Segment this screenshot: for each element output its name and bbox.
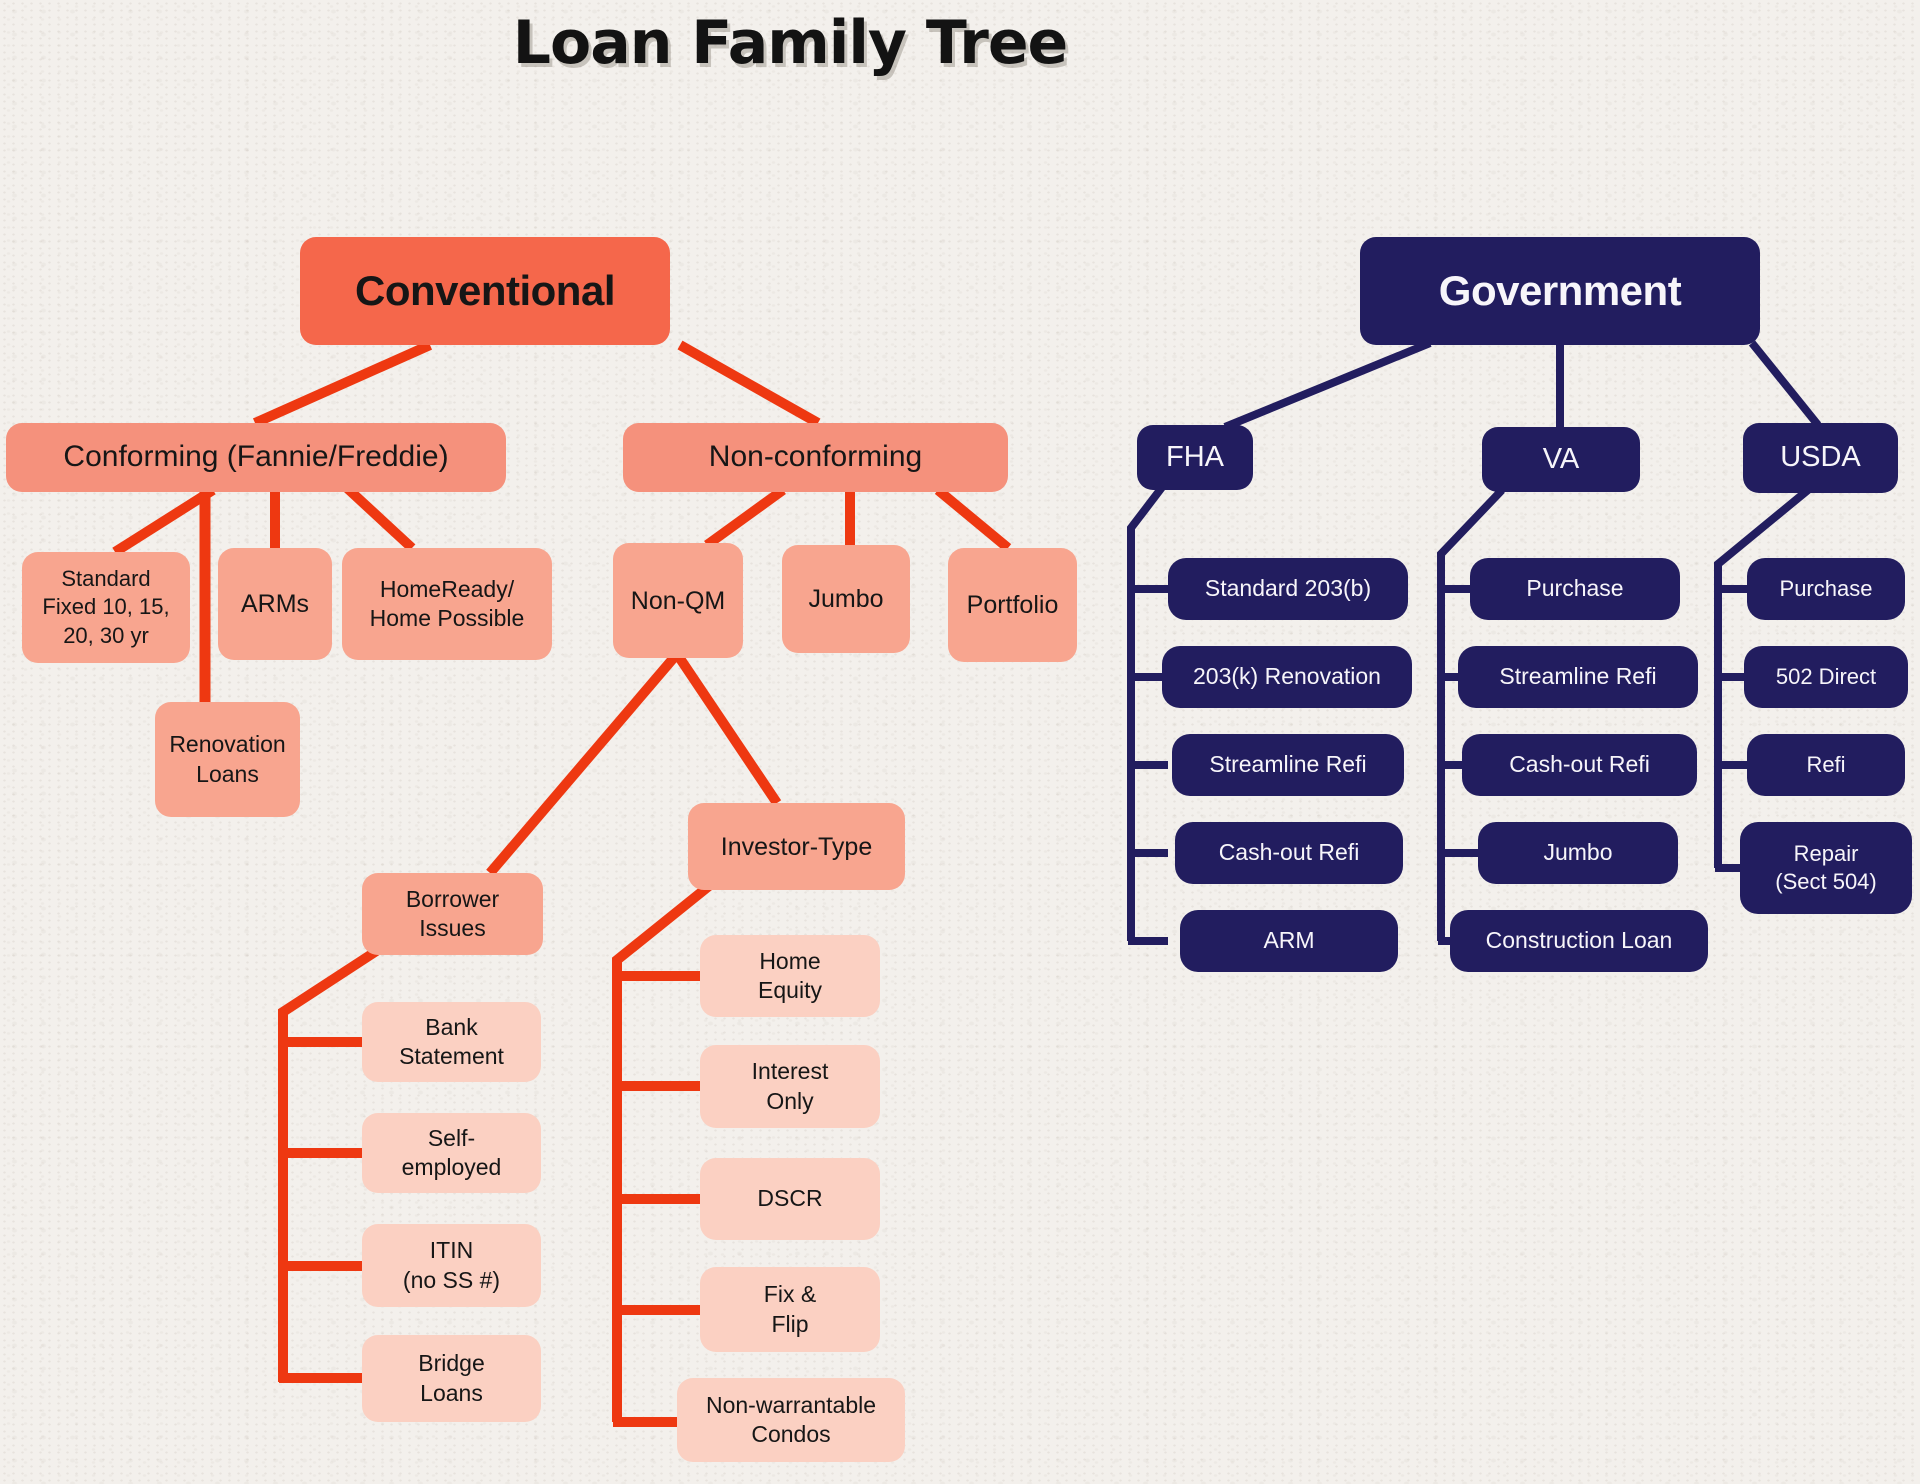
edge-conventional-1 [677,340,821,428]
node-fha-streamline-refi: Streamline Refi [1172,734,1404,796]
node-fha-arm: ARM [1180,910,1398,972]
node-va: VA [1482,427,1640,492]
edge-conventional-9 [486,650,681,877]
node-interest-only: Interest Only [700,1045,880,1128]
node-usda: USDA [1743,423,1898,493]
node-investor-type: Investor-Type [688,803,905,890]
node-fha-standard-203b: Standard 203(b) [1168,558,1408,620]
edge-conventional-2 [112,485,216,557]
node-usda-502-direct: 502 Direct [1744,646,1908,708]
node-borrower-issues: Borrower Issues [362,873,543,955]
node-standard-fixed: Standard Fixed 10, 15, 20, 30 yr [22,552,190,663]
node-bridge-loans: Bridge Loans [362,1335,541,1422]
node-renovation-loans: Renovation Loans [155,702,300,817]
edge-conventional-16 [612,882,713,1422]
edge-conventional-8 [934,486,1012,552]
edge-government-0 [1223,339,1432,431]
edge-government-3 [1127,483,1167,941]
node-home-equity: Home Equity [700,935,880,1017]
node-va-jumbo: Jumbo [1478,822,1678,884]
node-va-streamline-refi: Streamline Refi [1458,646,1698,708]
edge-conventional-0 [252,340,433,428]
node-fha-cash-out-refi: Cash-out Refi [1175,822,1403,884]
node-conventional: Conventional [300,237,670,345]
node-bank-statement: Bank Statement [362,1002,541,1082]
node-itin: ITIN (no SS #) [362,1224,541,1307]
edge-government-9 [1437,487,1505,941]
node-dscr: DSCR [700,1158,880,1240]
node-non-conforming: Non-conforming [623,423,1008,492]
node-non-warrantable-condos: Non-warrantable Condos [677,1378,905,1462]
node-self-employed: Self- employed [362,1113,541,1193]
node-government: Government [1360,237,1760,345]
node-non-qm: Non-QM [613,543,743,658]
node-fha-203k-renovation: 203(k) Renovation [1162,646,1412,708]
node-va-purchase: Purchase [1470,558,1680,620]
edge-government-2 [1748,340,1822,428]
edge-conventional-11 [278,945,381,1382]
node-usda-refi: Refi [1747,734,1905,796]
node-usda-purchase: Purchase [1747,558,1905,620]
diagram-title: Loan Family Tree [512,8,1068,78]
node-conforming: Conforming (Fannie/Freddie) [6,423,506,492]
edge-conventional-10 [672,651,782,806]
node-arms: ARMs [218,548,332,660]
node-fix-flip: Fix & Flip [700,1267,880,1352]
node-usda-repair: Repair (Sect 504) [1740,822,1912,914]
node-homeready: HomeReady/ Home Possible [342,548,552,660]
node-fha: FHA [1137,425,1253,490]
node-va-construction-loan: Construction Loan [1450,910,1708,972]
node-va-cash-out-refi: Cash-out Refi [1462,734,1697,796]
edge-conventional-6 [704,485,786,550]
node-jumbo: Jumbo [782,545,910,653]
node-portfolio: Portfolio [948,548,1077,662]
edge-conventional-4 [343,484,416,552]
